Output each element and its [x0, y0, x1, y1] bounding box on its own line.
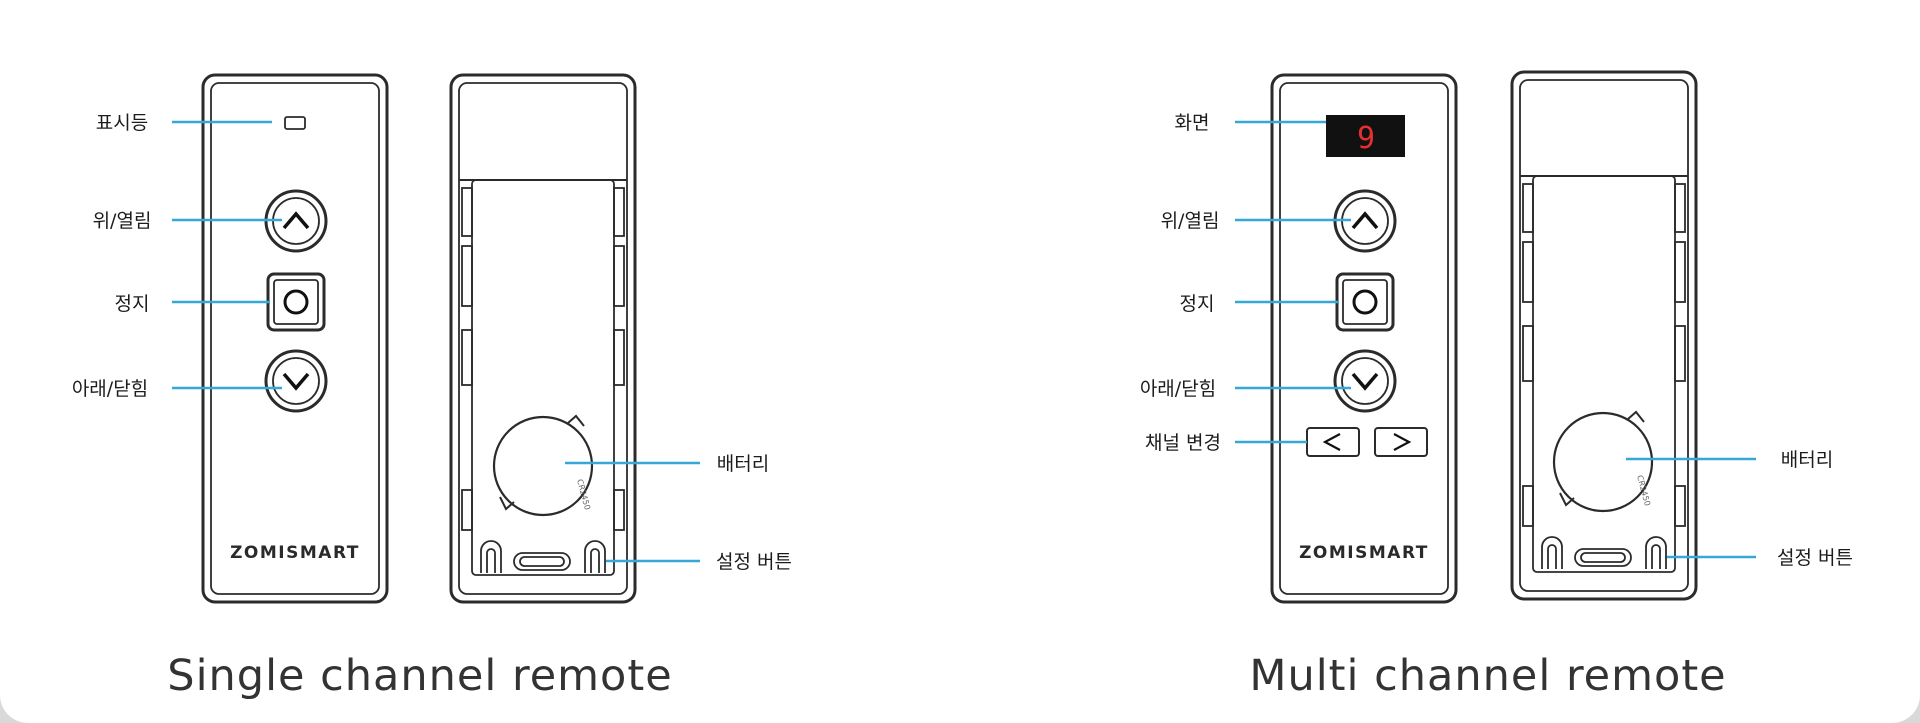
- display-digit: 9: [1357, 121, 1375, 156]
- chevron-up-icon: [282, 211, 310, 230]
- single-front-outer-shell: [201, 73, 389, 604]
- indicator-led: [284, 116, 306, 130]
- multi-remote-back: CR2450: [1510, 70, 1698, 601]
- single-back-outer-shell: [449, 73, 637, 604]
- label-indicator: 표시등: [96, 112, 148, 134]
- multi-stop-button[interactable]: [1335, 272, 1395, 332]
- single-back-inner-shell: [458, 82, 628, 595]
- label-channel: 채널 변경: [1145, 432, 1221, 454]
- multi-battery-compartment: [1532, 175, 1676, 573]
- chevron-up-icon: [1351, 211, 1379, 230]
- single-stop-button[interactable]: [266, 272, 326, 332]
- single-callouts: 표시등 위/열림 정지 아래/닫힘 배터리 설정 버튼: [72, 112, 792, 573]
- multi-back-outer-shell: [1510, 70, 1698, 601]
- single-remote-back: CR2450: [449, 73, 637, 604]
- label-setting: 설정 버튼: [716, 551, 792, 573]
- single-caption: Single channel remote: [167, 651, 672, 701]
- label-multi-stop: 정지: [1180, 293, 1215, 315]
- multi-caption: Multi channel remote: [1249, 651, 1726, 701]
- multi-remote-front: 9 ZOMISMART: [1270, 73, 1458, 604]
- single-brand-logo: ZOMISMART: [230, 543, 360, 563]
- channel-next-button[interactable]: [1374, 427, 1428, 457]
- label-up: 위/열림: [93, 210, 152, 232]
- label-multi-battery: 배터리: [1781, 449, 1833, 471]
- multi-battery: CR2450: [1552, 410, 1654, 513]
- chevron-down-icon: [282, 372, 310, 391]
- single-front-inner-shell: [210, 82, 380, 595]
- label-multi-down: 아래/닫힘: [1140, 378, 1216, 400]
- label-down: 아래/닫힘: [72, 378, 148, 400]
- stop-circle-icon: [283, 289, 309, 315]
- multi-down-button[interactable]: [1333, 349, 1397, 413]
- label-multi-setting: 설정 버튼: [1777, 547, 1853, 569]
- stop-circle-icon: [1352, 289, 1378, 315]
- single-down-button[interactable]: [264, 349, 328, 413]
- chevron-left-icon: [1322, 433, 1341, 451]
- multi-brand-logo: ZOMISMART: [1299, 543, 1429, 563]
- channel-prev-button[interactable]: [1306, 427, 1360, 457]
- chevron-down-icon: [1351, 372, 1379, 391]
- multi-callouts: 화면 위/열림 정지 아래/닫힘 채널 변경 배터리 설정 버튼: [1140, 112, 1853, 569]
- multi-setting-buttons[interactable]: [1541, 536, 1667, 569]
- label-battery: 배터리: [717, 453, 769, 475]
- label-stop: 정지: [115, 293, 150, 315]
- single-remote-front: ZOMISMART: [201, 73, 389, 604]
- multi-back-inner-shell: [1519, 79, 1689, 592]
- multi-display-screen: 9: [1326, 115, 1405, 157]
- label-screen: 화면: [1175, 112, 1210, 134]
- chevron-right-icon: [1393, 433, 1412, 451]
- multi-front-outer-shell: [1270, 73, 1458, 604]
- single-setting-buttons[interactable]: [480, 540, 606, 573]
- label-multi-up: 위/열림: [1161, 210, 1220, 232]
- multi-front-inner-shell: [1279, 82, 1449, 595]
- single-battery: CR2450: [492, 414, 594, 517]
- single-up-button[interactable]: [264, 189, 328, 253]
